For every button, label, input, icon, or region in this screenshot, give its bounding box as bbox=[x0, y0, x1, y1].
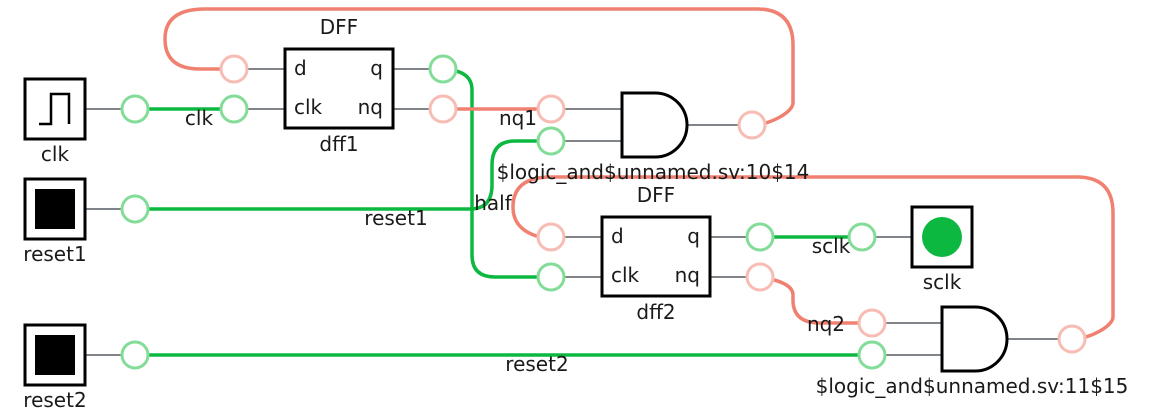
clock-pulse-icon bbox=[39, 92, 71, 126]
net-label-reset2: reset2 bbox=[505, 352, 568, 376]
reset1-input[interactable] bbox=[23, 177, 87, 241]
dff1-q-port[interactable] bbox=[428, 54, 458, 84]
and1-in-a-port[interactable] bbox=[536, 94, 566, 124]
wire-and2-feedback bbox=[511, 175, 1115, 341]
dff2-type-label: DFF bbox=[637, 183, 675, 207]
dff1-port-clk: clk bbox=[294, 95, 323, 119]
wire-nq2 bbox=[758, 275, 874, 325]
dff1-name-label: dff1 bbox=[319, 132, 358, 156]
dff2-cell[interactable]: d q clk nq bbox=[600, 215, 712, 298]
dff1-d-port[interactable] bbox=[219, 54, 249, 84]
reset1-input-label: reset1 bbox=[23, 242, 86, 266]
dff1-nq-port[interactable] bbox=[428, 94, 458, 124]
clk-out-port[interactable] bbox=[120, 94, 150, 124]
and1-gate[interactable] bbox=[620, 91, 689, 159]
and2-name-label: $logic_and$unnamed.sv:11$15 bbox=[816, 374, 1129, 398]
dff2-port-nq: nq bbox=[675, 263, 700, 287]
dff1-clk-port[interactable] bbox=[219, 94, 249, 124]
button-icon bbox=[35, 189, 75, 229]
dff1-type-label: DFF bbox=[320, 15, 358, 39]
dff2-port-q: q bbox=[687, 224, 700, 248]
sclk-in-port[interactable] bbox=[847, 222, 877, 252]
lamp-icon bbox=[922, 217, 962, 257]
and2-out-port[interactable] bbox=[1057, 324, 1087, 354]
dff2-clk-port[interactable] bbox=[536, 262, 566, 292]
wire-half bbox=[441, 67, 553, 279]
reset2-out-port[interactable] bbox=[120, 340, 150, 370]
and2-gate[interactable] bbox=[940, 305, 1009, 373]
button-icon bbox=[35, 335, 75, 375]
sclk-output bbox=[910, 205, 974, 269]
dff2-port-d: d bbox=[611, 224, 624, 248]
and2-in-b-port[interactable] bbox=[857, 340, 887, 370]
dff2-q-port[interactable] bbox=[745, 222, 775, 252]
net-label-reset1: reset1 bbox=[364, 206, 427, 230]
dff2-port-clk: clk bbox=[611, 263, 640, 287]
net-label-nq1: nq1 bbox=[499, 106, 537, 130]
wire-reset1 bbox=[133, 139, 553, 211]
and1-name-label: $logic_and$unnamed.sv:10$14 bbox=[497, 160, 810, 184]
net-label-clk: clk bbox=[185, 106, 214, 130]
dff2-nq-port[interactable] bbox=[745, 262, 775, 292]
and2-in-a-port[interactable] bbox=[857, 308, 887, 338]
dff2-name-label: dff2 bbox=[636, 300, 675, 324]
clk-input-label: clk bbox=[41, 142, 70, 166]
dff1-port-d: d bbox=[294, 56, 307, 80]
dff1-port-nq: nq bbox=[358, 95, 383, 119]
dff1-cell[interactable]: d q clk nq bbox=[283, 47, 395, 130]
sclk-output-label: sclk bbox=[923, 270, 962, 294]
net-label-half: half bbox=[474, 191, 512, 215]
clk-input[interactable] bbox=[23, 77, 87, 141]
and1-in-b-port[interactable] bbox=[536, 126, 566, 156]
reset2-input[interactable] bbox=[23, 323, 87, 387]
wire-and1-feedback bbox=[163, 7, 795, 127]
dff2-d-port[interactable] bbox=[536, 222, 566, 252]
net-label-nq2: nq2 bbox=[807, 312, 845, 336]
net-label-sclk: sclk bbox=[812, 234, 851, 258]
dff1-port-q: q bbox=[370, 56, 383, 80]
and1-out-port[interactable] bbox=[737, 110, 767, 140]
reset2-input-label: reset2 bbox=[23, 388, 86, 412]
reset1-out-port[interactable] bbox=[120, 194, 150, 224]
